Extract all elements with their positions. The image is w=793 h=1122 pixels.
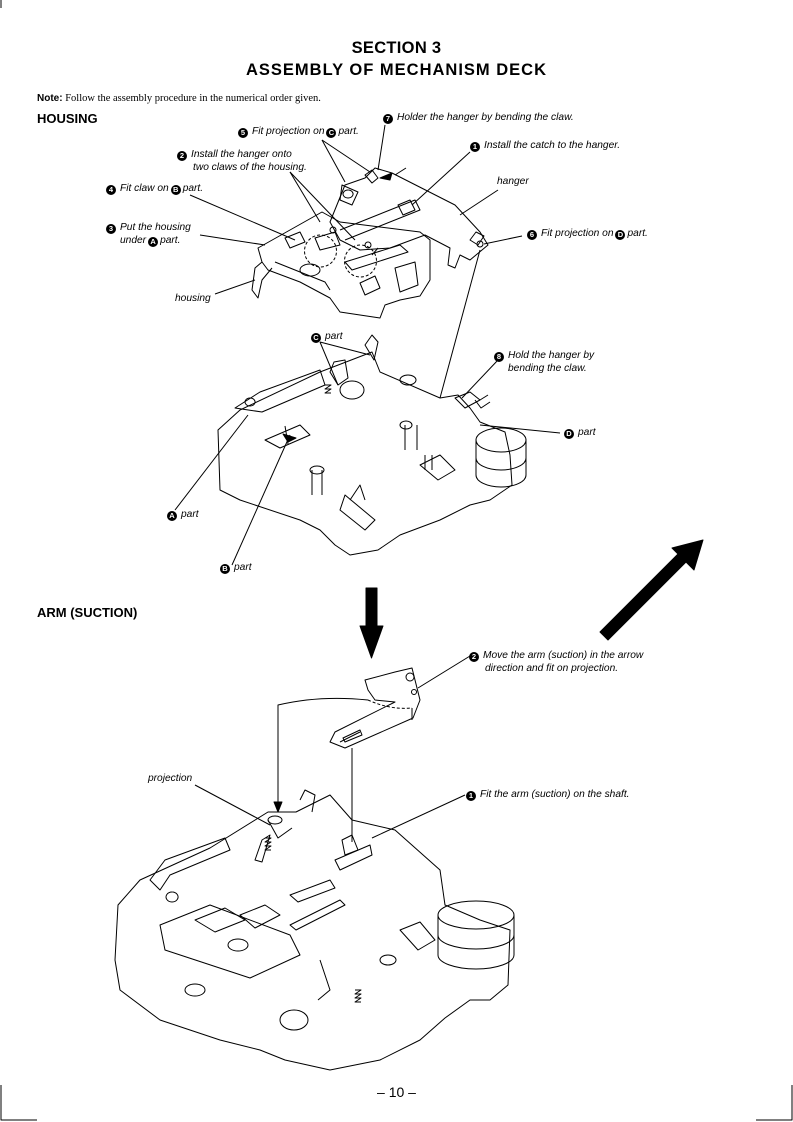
step-number-badge: 8 (494, 352, 504, 362)
part-ref-badge: B (220, 564, 230, 574)
section-number: SECTION 3 (351, 39, 442, 57)
down-arrow-head (359, 625, 384, 659)
step-number-badge: 3 (106, 224, 116, 234)
part-ref-badge: A (167, 511, 177, 521)
mechanism-deck-lower (114, 794, 511, 1071)
step-number-badge: 7 (383, 114, 393, 124)
step-number-badge: 2 (177, 151, 187, 161)
assembly-note: Note: Follow the assembly procedure in t… (37, 93, 321, 104)
step-number-badge: 1 (466, 791, 476, 801)
page-number: – 10 – (377, 1084, 416, 1100)
label-projection: projection (148, 773, 193, 784)
down-arrow-shaft (365, 587, 378, 629)
deck-diagram (174, 334, 561, 566)
page-title: ASSEMBLY OF MECHANISM DECK (245, 61, 548, 79)
part-ref-badge: D (564, 429, 574, 439)
housing-heading: HOUSING (37, 111, 98, 126)
housing-diagram (189, 124, 523, 399)
hanger-part (329, 167, 489, 269)
diagonal-arrow-shaft (599, 551, 689, 641)
mechanism-deck (217, 351, 513, 556)
step-number-badge: 4 (106, 185, 116, 195)
step-number-badge: 2 (469, 652, 479, 662)
part-ref-badge: B (170, 185, 181, 195)
diagonal-arrow-head (671, 539, 704, 571)
step-number-badge: 5 (238, 128, 248, 138)
housing-part (257, 211, 431, 319)
part-ref-badge: A (148, 236, 159, 247)
part-ref-badge: C (326, 128, 337, 138)
step-number-badge: 1 (470, 142, 480, 152)
note-label: Note: (37, 93, 63, 104)
note-text: Follow the assembly procedure in the num… (65, 93, 321, 104)
label-housing: housing (175, 293, 211, 304)
direction-arrows (359, 539, 704, 659)
arm-suction-part (329, 667, 421, 749)
step-number-badge: 6 (527, 230, 537, 240)
label-hanger: hanger (497, 176, 529, 187)
arm-suction-diagram (114, 655, 515, 1071)
part-ref-badge: D (615, 230, 626, 240)
arm-suction-heading: ARM (SUCTION) (37, 605, 138, 620)
part-ref-badge: C (311, 333, 321, 343)
